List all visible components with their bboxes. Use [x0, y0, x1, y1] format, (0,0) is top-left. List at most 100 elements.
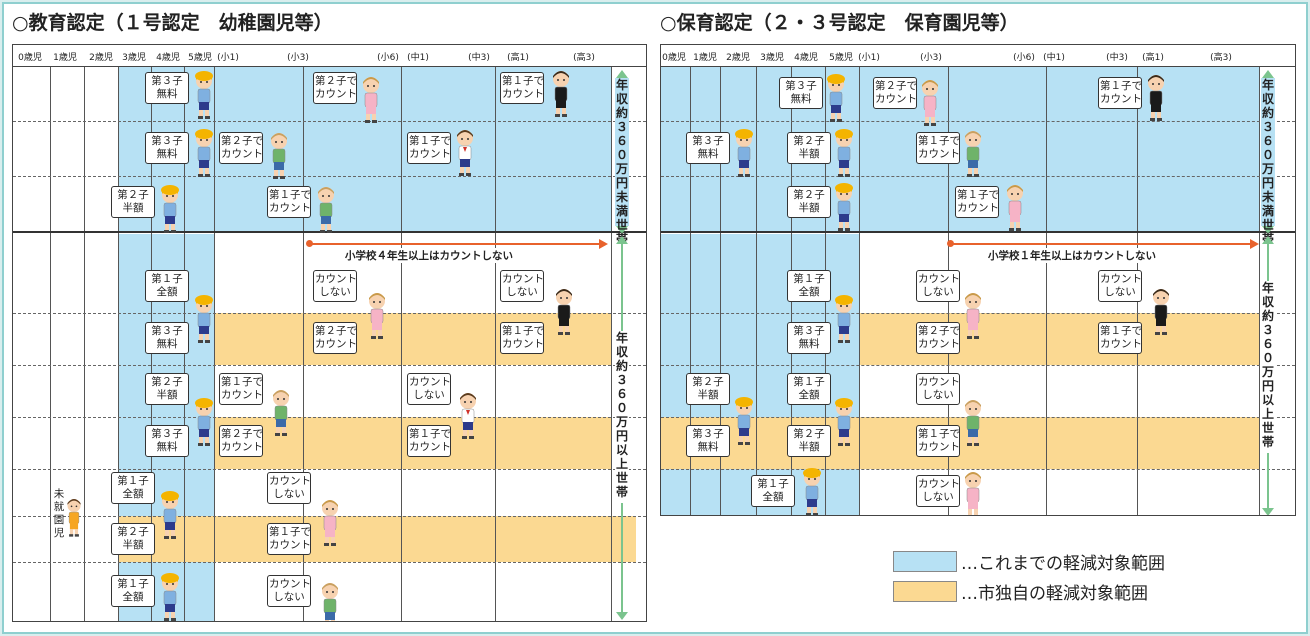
kindergartener-icon — [193, 71, 215, 123]
child-label: 第２子で カウント — [219, 425, 263, 457]
child-label: 第３子 無料 — [145, 425, 189, 457]
no-count-note: 小学校４年生以上はカウントしない — [343, 248, 515, 263]
age-tick: 5歳児 — [188, 53, 212, 63]
child-label: 第１子で カウント — [407, 132, 451, 164]
child-label: 第２子で カウント — [313, 72, 357, 104]
age-tick: (中3) — [468, 53, 490, 63]
legend-swatch-orange — [893, 581, 957, 602]
middleschool-student-icon — [457, 391, 479, 443]
legend-label-city: …市独自の軽減対象範囲 — [961, 584, 1148, 604]
schoolboy-icon — [270, 388, 292, 440]
child-label: 第２子で カウント — [313, 322, 357, 354]
toddler-icon — [65, 497, 83, 541]
age-tick: (高1) — [1142, 53, 1164, 63]
child-label: カウント しない — [916, 270, 960, 302]
schoolboy-icon — [319, 581, 341, 621]
age-tick: 1歳児 — [53, 53, 77, 63]
child-label: 第３子 無料 — [686, 132, 730, 164]
child-label: 第３子 無料 — [686, 425, 730, 457]
city-range — [214, 313, 611, 365]
age-tick: (中1) — [1043, 53, 1065, 63]
child-label: 第２子で カウント — [873, 77, 917, 109]
child-label: 第２子で カウント — [219, 132, 263, 164]
child-label: カウント しない — [313, 270, 357, 302]
age-tick: (小6) — [1013, 53, 1035, 63]
kindergartener-icon — [801, 468, 823, 515]
schoolgirl-icon — [919, 78, 941, 130]
kindergartener-icon — [833, 129, 855, 181]
child-label: 第１子で カウント — [219, 373, 263, 405]
age-axis: 0歳児 1歳児 2歳児 3歳児 4歳児 5歳児 (小1) (小3) (小6) (中1) (中3) (高… — [661, 45, 1295, 67]
age-tick: 3歳児 — [760, 53, 784, 63]
kindergartener-icon — [193, 398, 215, 450]
child-label: 第１子 全額 — [787, 270, 831, 302]
kindergartener-icon — [733, 129, 755, 181]
child-label: 第２子 半額 — [686, 373, 730, 405]
age-tick: (小3) — [287, 53, 309, 63]
kindergartener-icon — [193, 129, 215, 181]
age-tick: (中1) — [407, 53, 429, 63]
child-label: 第１子 全額 — [751, 475, 795, 507]
no-count-note: 小学校１年生以上はカウントしない — [986, 248, 1158, 263]
kindergartener-icon — [193, 295, 215, 347]
preschool-label: 未就園児 — [53, 488, 65, 539]
child-label: 第１子 全額 — [145, 270, 189, 302]
highschool-student-icon — [1145, 73, 1167, 125]
child-label: 第１子で カウント — [916, 425, 960, 457]
age-tick: 4歳児 — [794, 53, 818, 63]
child-label: カウント しない — [500, 270, 544, 302]
child-label: 第１子で カウント — [1098, 77, 1142, 109]
kindergartener-icon — [833, 183, 855, 235]
no-count-arrow — [947, 239, 1259, 249]
age-tick: 1歳児 — [693, 53, 717, 63]
age-tick: (中3) — [1106, 53, 1128, 63]
schoolgirl-icon — [319, 498, 341, 550]
legend-city: …市独自の軽減対象範囲 — [893, 579, 1148, 604]
schoolboy-icon — [962, 129, 984, 181]
child-label: 第２子で カウント — [916, 322, 960, 354]
schoolboy-icon — [315, 185, 337, 237]
child-label: 第３子 無料 — [145, 322, 189, 354]
schoolboy-icon — [962, 398, 984, 450]
age-tick: (小1) — [217, 53, 239, 63]
high-income-label: 年収約３６０万円以上世帯 — [615, 331, 629, 503]
child-label: 第１子で カウント — [407, 425, 451, 457]
age-tick: 0歳児 — [18, 53, 42, 63]
child-label: 第２子 半額 — [787, 132, 831, 164]
child-label: 第２子 半額 — [111, 523, 155, 555]
child-label: 第１子で カウント — [267, 523, 311, 555]
child-label: 第３子 無料 — [779, 77, 823, 109]
child-label: 第１子で カウント — [916, 132, 960, 164]
age-tick: (高3) — [1210, 53, 1232, 63]
schoolboy-icon — [268, 131, 290, 183]
kindergartener-icon — [159, 185, 181, 237]
child-label: 第３子 無料 — [145, 132, 189, 164]
child-label: 第２子 半額 — [111, 186, 155, 218]
child-label: 第１子で カウント — [500, 72, 544, 104]
left-title: ○教育認定（１号認定 幼稚園児等） — [12, 12, 333, 34]
city-range — [661, 417, 1259, 469]
age-tick: 4歳児 — [156, 53, 180, 63]
right-title: ○保育認定（２・３号認定 保育園児等） — [660, 12, 1019, 34]
age-tick: 5歳児 — [829, 53, 853, 63]
age-tick: 0歳児 — [662, 53, 686, 63]
age-tick: (小1) — [858, 53, 880, 63]
kindergartener-icon — [733, 397, 755, 449]
legend-swatch-blue — [893, 551, 957, 572]
child-label: カウント しない — [916, 373, 960, 405]
schoolgirl-icon — [366, 291, 388, 343]
highschool-student-icon — [1150, 287, 1172, 339]
child-label: カウント しない — [267, 575, 311, 607]
legend-label-current: …これまでの軽減対象範囲 — [961, 554, 1165, 574]
age-tick: (高1) — [507, 53, 529, 63]
child-label: カウント しない — [916, 475, 960, 507]
age-tick: 2歳児 — [726, 53, 750, 63]
kindergartener-icon — [159, 573, 181, 621]
child-label: 第３子 無料 — [787, 322, 831, 354]
age-tick: (小3) — [920, 53, 942, 63]
low-income-label: 年収約３６０万円未満世帯 — [615, 78, 629, 246]
child-label: 第２子 半額 — [145, 373, 189, 405]
child-label: カウント しない — [1098, 270, 1142, 302]
kindergartener-icon — [159, 491, 181, 543]
